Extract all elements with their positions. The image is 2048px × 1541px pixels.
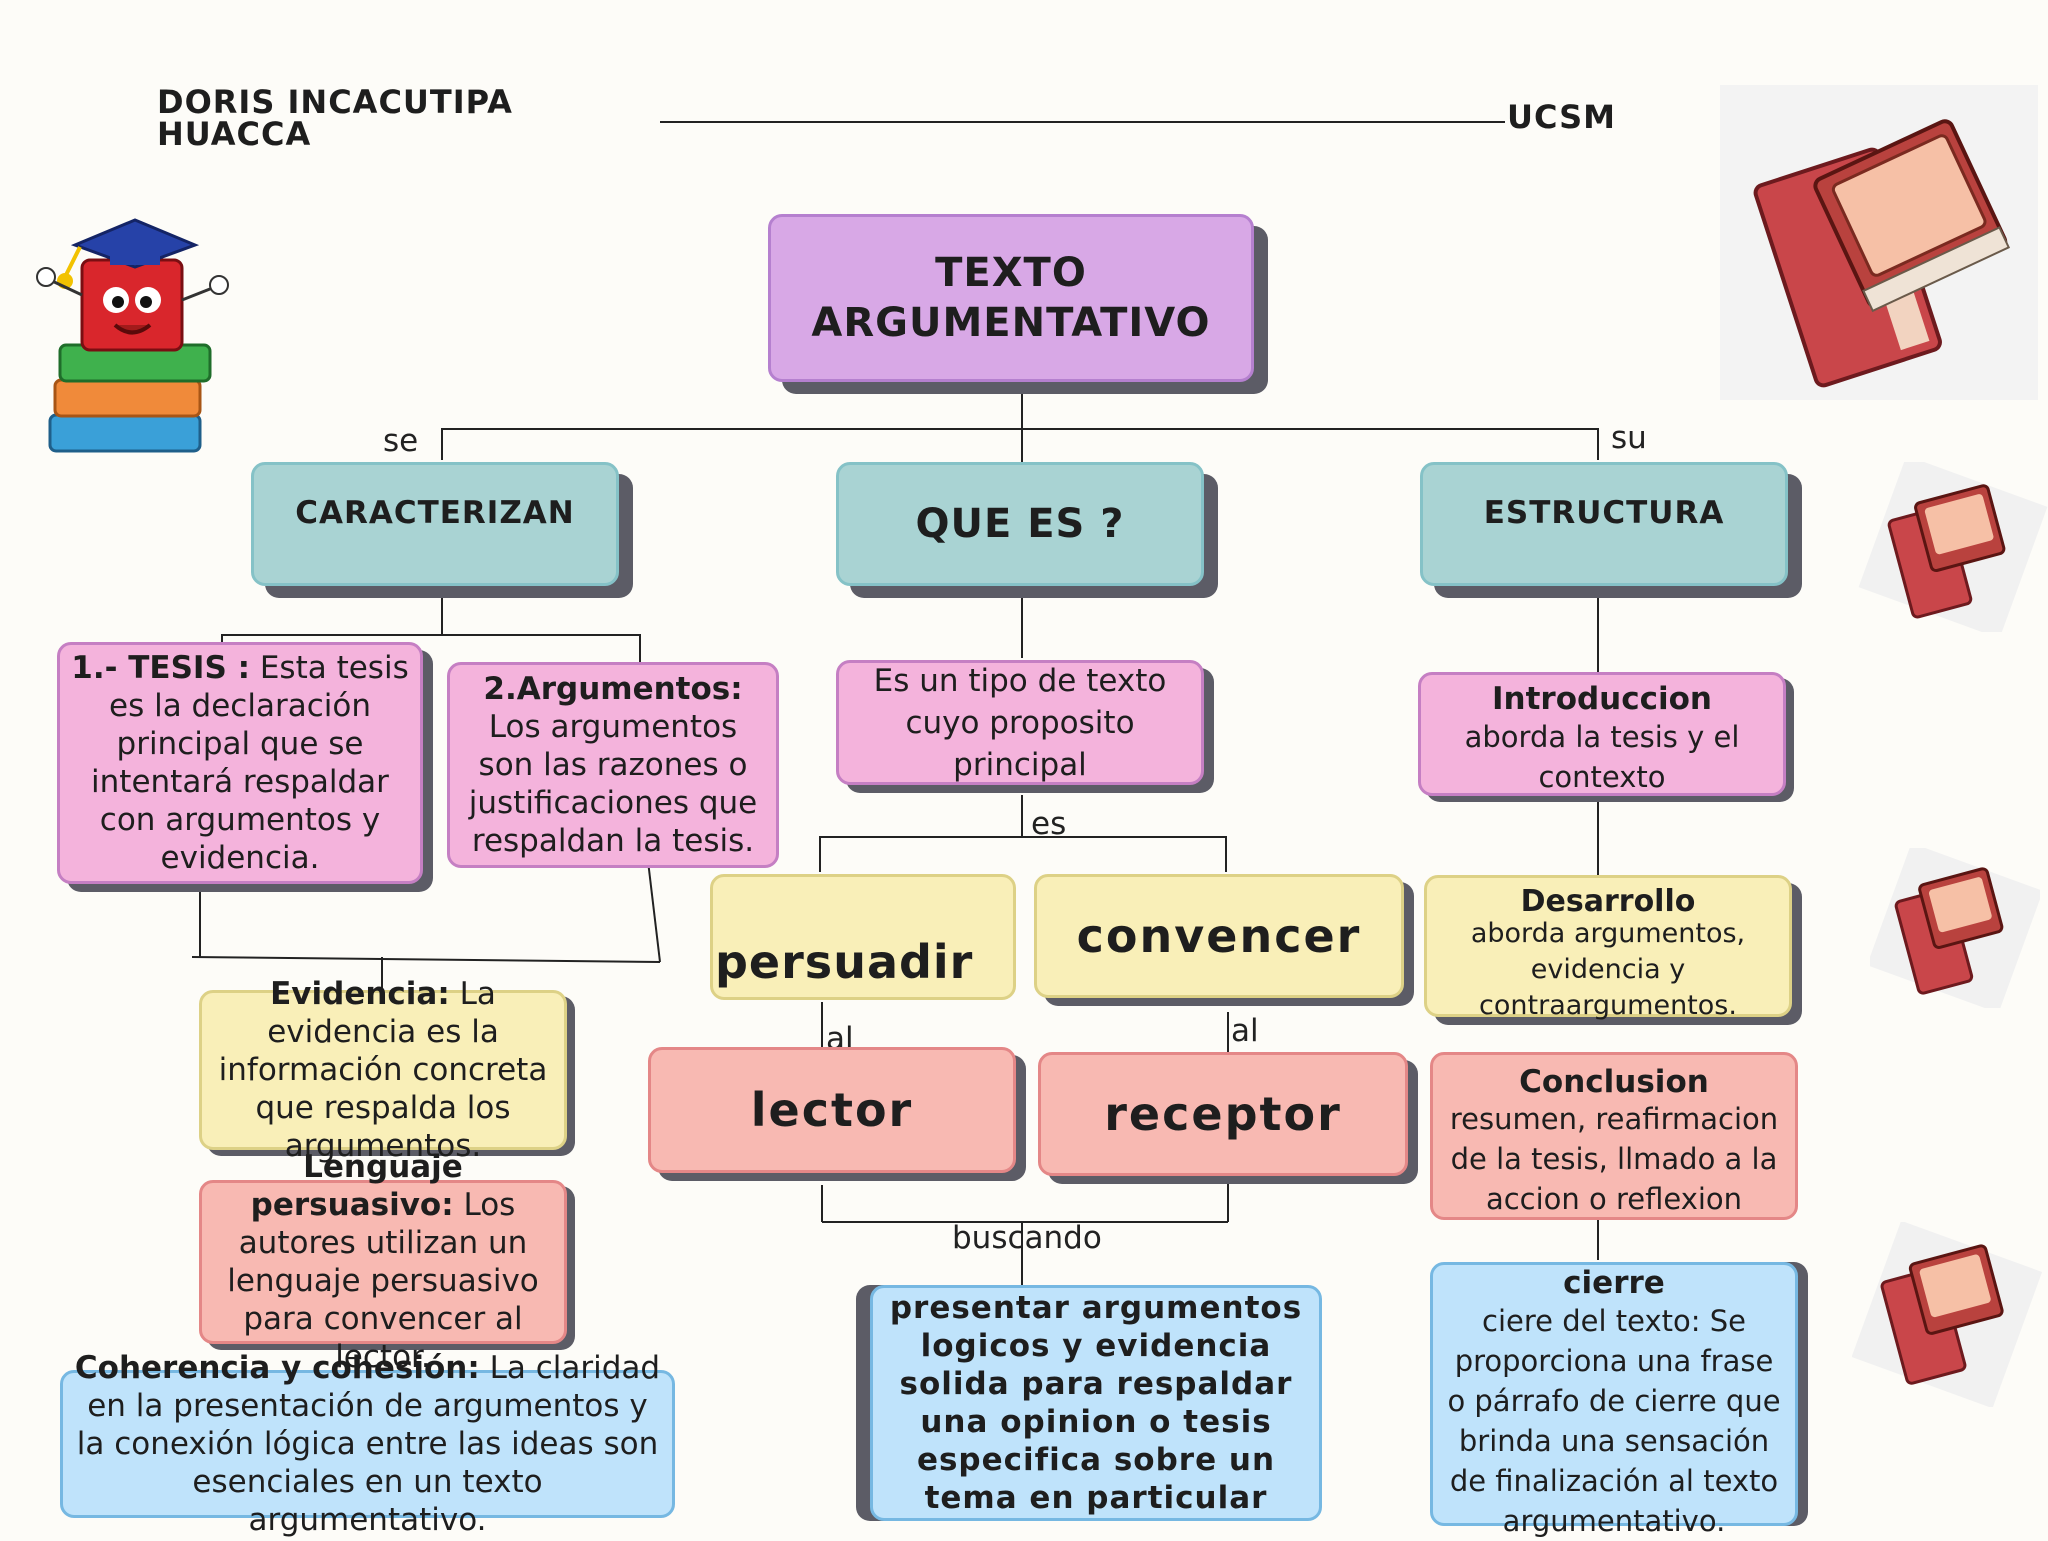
tesis-title: 1.- TESIS :: [71, 650, 250, 686]
conclusion-title: Conclusion: [1519, 1064, 1709, 1100]
goal-box: presentar argumentos logicos y evidencia…: [870, 1285, 1322, 1521]
tesis-text: Esta tesis es la declaración principal q…: [91, 650, 409, 876]
lector-box: lector: [648, 1047, 1016, 1173]
book-mascot-icon: [36, 218, 229, 453]
convencer-box: convencer: [1034, 874, 1404, 998]
lenguaje-box: Lenguaje persuasivo: Los autores utiliza…: [199, 1149, 567, 1375]
introduccion-title: Introduccion: [1491, 681, 1712, 717]
argumentos-box: 2.Argumentos: Los argumentos son las raz…: [447, 662, 779, 868]
institution-label: UCSM: [1507, 98, 1616, 136]
book-stack-icon: [1870, 848, 2040, 1008]
persuadir-box: persuadir: [710, 874, 1016, 1000]
conclusion-box: Conclusion resumen, reafirmacion de la t…: [1430, 1052, 1798, 1220]
connector-se: se: [383, 423, 419, 459]
branch-caracterizan: CARACTERIZAN: [251, 462, 619, 586]
book-stack-icon: [1858, 462, 2048, 632]
desarrollo-text: aborda argumentos, evidencia y contraarg…: [1470, 918, 1746, 1021]
goal-text: presentar argumentos logicos y evidencia…: [889, 1290, 1303, 1516]
coherencia-text: La claridad en la presentación de argume…: [76, 1350, 661, 1538]
desarrollo-box: Desarrollo aborda argumentos, evidencia …: [1424, 875, 1792, 1021]
connector-es: es: [1031, 806, 1067, 842]
argumentos-title: 2.Argumentos:: [483, 671, 743, 707]
persuadir-label: persuadir: [715, 935, 974, 989]
branch-caracterizan-label: CARACTERIZAN: [295, 495, 575, 531]
main-title: TEXTO ARGUMENTATIVO: [811, 250, 1211, 346]
receptor-box: receptor: [1038, 1052, 1408, 1176]
coherencia-box: Coherencia y cohesión: La claridad en la…: [60, 1350, 675, 1538]
desarrollo-title: Desarrollo: [1520, 884, 1696, 919]
branch-estructura: ESTRUCTURA: [1420, 462, 1788, 586]
connector-al-right: al: [1231, 1013, 1259, 1049]
evidencia-title: Evidencia:: [270, 976, 450, 1012]
argumentos-text: Los argumentos son las razones o justifi…: [468, 709, 758, 859]
introduccion-text: aborda la tesis y el contexto: [1464, 720, 1740, 794]
cierre-text: ciere del texto: Se proporciona una fras…: [1447, 1304, 1781, 1538]
branch-estructura-label: ESTRUCTURA: [1483, 495, 1725, 531]
evidencia-box: Evidencia: La evidencia es la informació…: [199, 976, 567, 1164]
definition-box: Es un tipo de texto cuyo proposito princ…: [836, 660, 1204, 785]
main-title-box: TEXTO ARGUMENTATIVO: [768, 214, 1254, 382]
lector-label: lector: [750, 1083, 914, 1137]
definition-text: Es un tipo de texto cuyo proposito princ…: [873, 662, 1167, 783]
evidencia-text: La evidencia es la información concreta …: [218, 976, 548, 1164]
book-stack-icon: [1852, 1222, 2042, 1407]
lenguaje-text: Los autores utilizan un lenguaje persuas…: [227, 1187, 539, 1375]
coherencia-title: Coherencia y cohesión:: [74, 1350, 480, 1386]
convencer-label: convencer: [1076, 909, 1362, 963]
cierre-box: cierre ciere del texto: Se proporciona u…: [1430, 1262, 1798, 1538]
lenguaje-title: Lenguaje persuasivo:: [250, 1149, 463, 1223]
tesis-box: 1.- TESIS : Esta tesis es la declaración…: [57, 642, 423, 884]
introduccion-box: Introduccion aborda la tesis y el contex…: [1418, 672, 1786, 796]
conclusion-text: resumen, reafirmacion de la tesis, llmad…: [1449, 1102, 1779, 1216]
book-stack-icon: [1720, 85, 2038, 400]
connector-su: su: [1611, 420, 1647, 456]
receptor-label: receptor: [1104, 1087, 1342, 1141]
branch-que-es: QUE ES ?: [836, 462, 1204, 586]
author-name: DORIS INCACUTIPA HUACCA: [157, 83, 513, 153]
branch-que-es-label: QUE ES ?: [915, 501, 1125, 547]
connector-buscando: buscando: [952, 1220, 1102, 1256]
cierre-title: cierre: [1563, 1265, 1665, 1301]
